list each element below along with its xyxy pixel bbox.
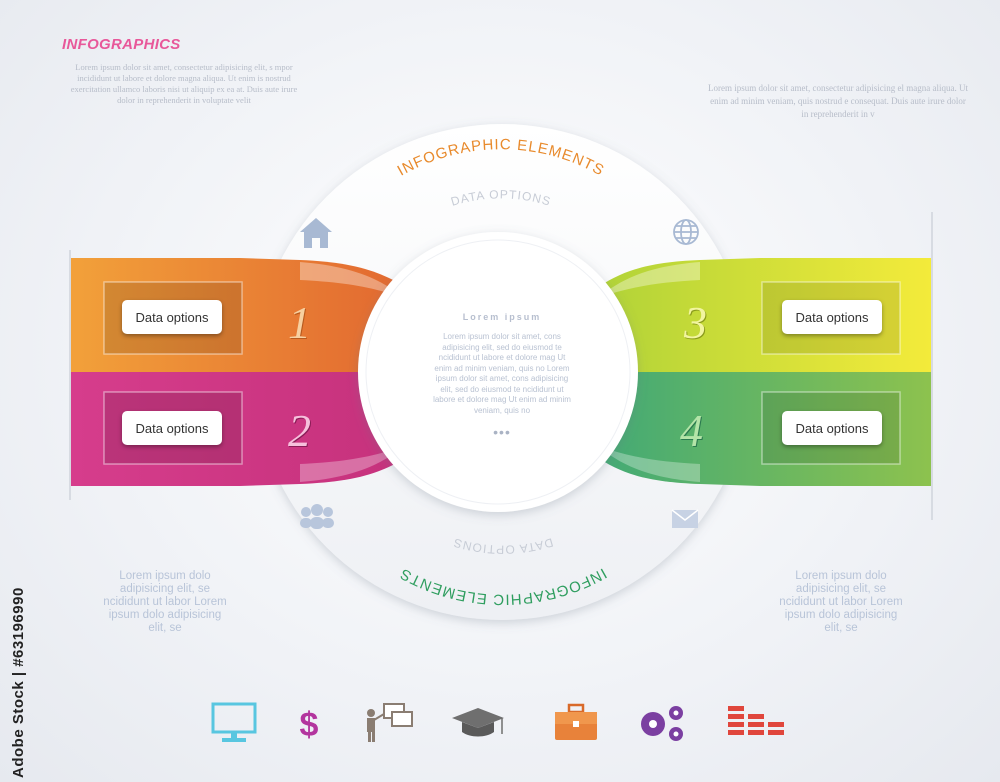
option-4-button[interactable]: Data options xyxy=(782,411,882,445)
page-title: INFOGRAPHICS xyxy=(62,36,181,53)
option-2-button[interactable]: Data options xyxy=(122,411,222,445)
home-icon xyxy=(300,218,332,248)
graduation-cap-icon xyxy=(452,708,504,737)
center-title: Lorem ipsum xyxy=(462,312,542,322)
briefcase-icon xyxy=(555,703,597,740)
gears-icon xyxy=(641,706,683,741)
center-body: Lorem ipsum dolor sit amet, cons adipisi… xyxy=(433,332,571,415)
intro-text-right: Lorem ipsum dolor sit amet, consectetur … xyxy=(708,83,968,119)
globe-icon xyxy=(673,219,699,245)
monitor-icon xyxy=(211,702,257,742)
people-icon xyxy=(300,504,334,529)
bar-chart-icon xyxy=(728,706,784,735)
option-3-number: 3 xyxy=(684,297,707,348)
option-1-number: 1 xyxy=(288,297,311,348)
center-panel: Lorem ipsum Lorem ipsum dolor sit amet, … xyxy=(432,312,572,440)
presentation-icon xyxy=(367,703,413,742)
footer-text-left: Lorem ipsum dolo adipisicing elit, se nc… xyxy=(103,570,227,634)
dollar-icon: $ xyxy=(300,706,319,744)
footer-text-right: Lorem ipsum dolo adipisicing elit, se nc… xyxy=(779,570,903,634)
intro-text-left: Lorem ipsum dolor sit amet, consectetur … xyxy=(70,62,298,105)
option-1-button[interactable]: Data options xyxy=(122,300,222,334)
option-2-number: 2 xyxy=(288,405,311,456)
svg-text:$: $ xyxy=(300,706,319,744)
option-3-button[interactable]: Data options xyxy=(782,300,882,334)
option-4-number: 4 xyxy=(680,405,703,456)
mail-icon xyxy=(671,509,699,528)
ring-bottom-inner-label: DATA OPTIONS xyxy=(451,535,555,557)
center-dots: ••• xyxy=(493,424,511,440)
